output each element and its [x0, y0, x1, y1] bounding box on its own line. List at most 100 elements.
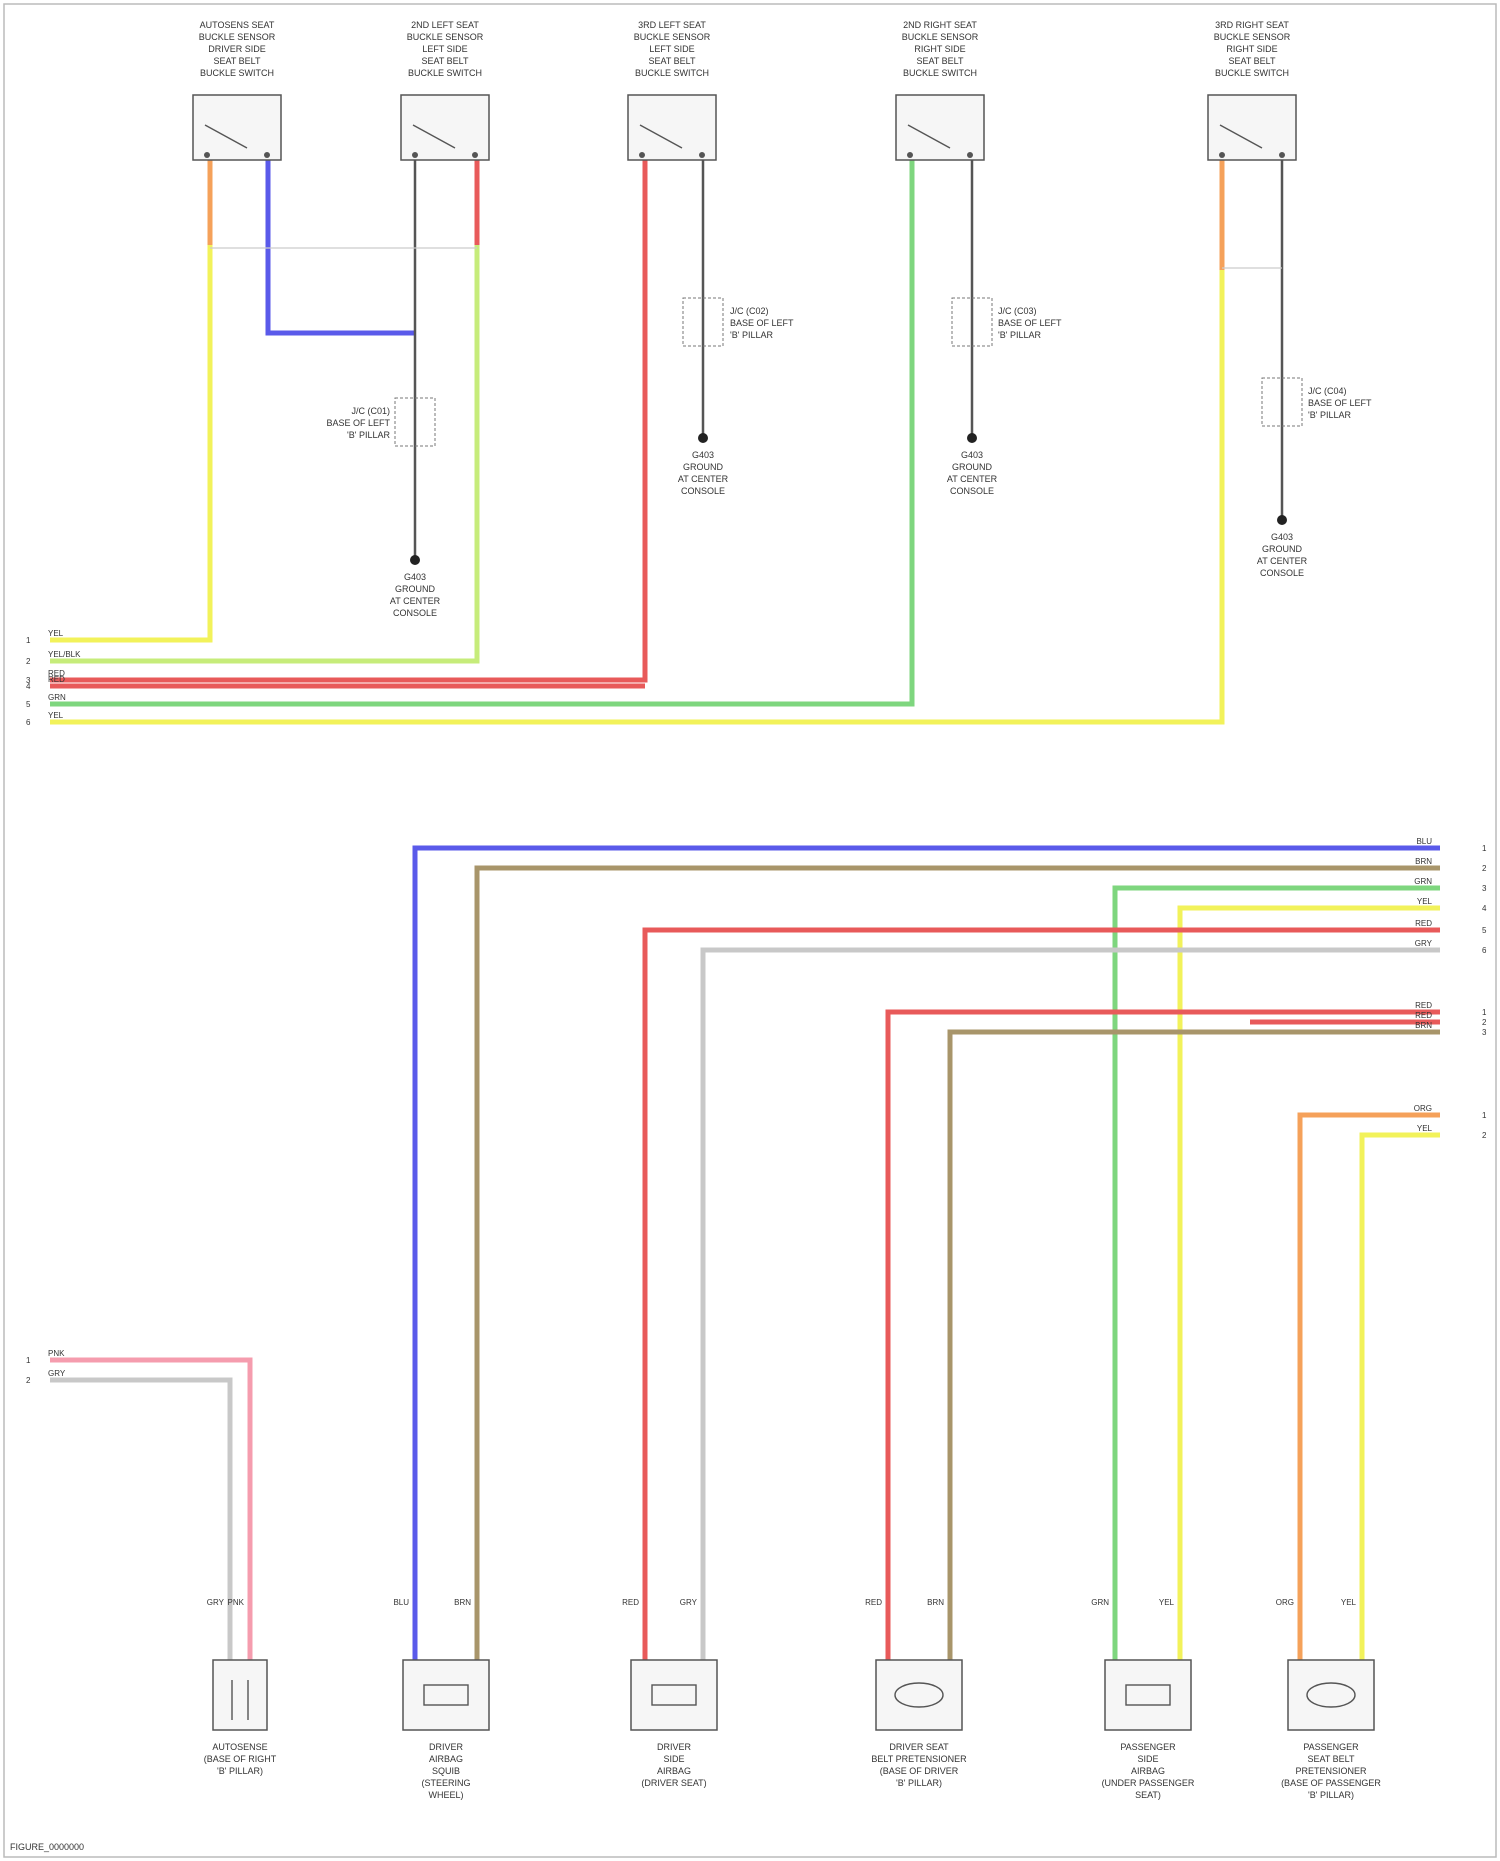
component-label-line: SEAT BELT [1307, 1754, 1355, 1764]
lower-wire-red [645, 930, 1440, 1660]
ground-icon [410, 555, 420, 565]
bus-wire-code: RED [1415, 919, 1432, 928]
switch-label: 3RD LEFT SEATBUCKLE SENSORLEFT SIDESEAT … [634, 20, 711, 78]
switch-terminal [264, 152, 270, 158]
switch-label-line: SEAT BELT [916, 56, 964, 66]
component-label-line: (STEERING [421, 1778, 470, 1788]
wire-code: PNK [228, 1598, 245, 1607]
connector-label: J/C (C04)BASE OF LEFT'B' PILLAR [1308, 386, 1372, 420]
ground-label-line: CONSOLE [950, 486, 994, 496]
ground-label-line: CONSOLE [393, 608, 437, 618]
ground-label-line: GROUND [395, 584, 435, 594]
connector-label-line: J/C (C01) [351, 406, 390, 416]
ground-point: G403GROUNDAT CENTERCONSOLE [947, 433, 998, 496]
bus-pin: 2 [1482, 1131, 1487, 1140]
bus-pin: 5 [26, 700, 31, 709]
switch-terminal [472, 152, 478, 158]
lower-wire-blu [415, 848, 1440, 1660]
component-label-line: 'B' PILLAR) [1308, 1790, 1354, 1800]
figure-footer: FIGURE_0000000 [10, 1842, 84, 1852]
bus-pin: 2 [1482, 1018, 1487, 1027]
wire-code: GRY [680, 1598, 698, 1607]
ground-label: G403GROUNDAT CENTERCONSOLE [390, 572, 441, 618]
ground-label-line: AT CENTER [678, 474, 729, 484]
switch-label-line: BUCKLE SENSOR [407, 32, 484, 42]
ground-label-line: CONSOLE [681, 486, 725, 496]
component-label: AUTOSENSE(BASE OF RIGHT'B' PILLAR) [204, 1742, 277, 1776]
bus-wire-code: GRY [48, 1369, 66, 1378]
junction-connector: J/C (C03)BASE OF LEFT'B' PILLAR [952, 298, 1062, 346]
ground-label-line: AT CENTER [390, 596, 441, 606]
ground-label-line: AT CENTER [1257, 556, 1308, 566]
connector-label: J/C (C02)BASE OF LEFT'B' PILLAR [730, 306, 794, 340]
bus-pin: 5 [1482, 926, 1487, 935]
ground-label: G403GROUNDAT CENTERCONSOLE [1257, 532, 1308, 578]
connector-label-line: J/C (C04) [1308, 386, 1347, 396]
component-label-line: (BASE OF RIGHT [204, 1754, 277, 1764]
junction-connector: J/C (C04)BASE OF LEFT'B' PILLAR [1262, 378, 1372, 426]
connector-label-line: BASE OF LEFT [1308, 398, 1372, 408]
bus-wire-code: YEL [1417, 897, 1433, 906]
component-label: PASSENGERSIDEAIRBAG(UNDER PASSENGERSEAT) [1102, 1742, 1195, 1800]
switch-label-line: BUCKLE SWITCH [1215, 68, 1289, 78]
ground-icon [1277, 515, 1287, 525]
switch-label-line: RIGHT SIDE [1226, 44, 1277, 54]
component-body [631, 1660, 717, 1730]
ground-label-line: G403 [961, 450, 983, 460]
switch-label-line: 3RD LEFT SEAT [638, 20, 706, 30]
lower-wire-org [1300, 1115, 1440, 1660]
wire-code: BRN [927, 1598, 944, 1607]
connector-label-line: BASE OF LEFT [730, 318, 794, 328]
bus-wire-code: YEL [48, 711, 64, 720]
bus-pin: 4 [26, 682, 31, 691]
ground-label-line: GROUND [683, 462, 723, 472]
wire-code: YEL [1159, 1598, 1175, 1607]
switch-terminal [967, 152, 973, 158]
connector-label-line: J/C (C03) [998, 306, 1037, 316]
buckle-switch: 3RD LEFT SEATBUCKLE SENSORLEFT SIDESEAT … [628, 20, 716, 160]
switch-label-line: BUCKLE SENSOR [1214, 32, 1291, 42]
component-label-line: AIRBAG [657, 1766, 691, 1776]
bus-labels: 1YEL2YEL/BLK3RED4RED5GRN6YEL1BLU2BRN3GRN… [26, 629, 1487, 1385]
bus-wire-code: RED [1415, 1001, 1432, 1010]
connector-label-line: J/C (C02) [730, 306, 769, 316]
switch-label-line: SEAT BELT [1228, 56, 1276, 66]
connector-label-line: BASE OF LEFT [998, 318, 1062, 328]
bus-pin: 6 [1482, 946, 1487, 955]
bus-pin: 1 [1482, 1111, 1487, 1120]
switch-label-line: LEFT SIDE [422, 44, 467, 54]
wire-code: BLU [393, 1598, 409, 1607]
switch-label-line: SEAT BELT [213, 56, 261, 66]
switch-label-line: 2ND RIGHT SEAT [903, 20, 977, 30]
switch-terminal [1219, 152, 1225, 158]
lower-wire-gry [703, 950, 1440, 1660]
switch-label-line: SEAT BELT [421, 56, 469, 66]
switch-label-line: SEAT BELT [648, 56, 696, 66]
component-label: PASSENGERSEAT BELTPRETENSIONER(BASE OF P… [1281, 1742, 1381, 1800]
bus-wire-code: BRN [1415, 1021, 1432, 1030]
switch-label-line: AUTOSENS SEAT [200, 20, 275, 30]
wire-code: ORG [1276, 1598, 1294, 1607]
ground-point: G403GROUNDAT CENTERCONSOLE [1257, 515, 1308, 578]
wire-code: RED [865, 1598, 882, 1607]
component-label-line: (BASE OF PASSENGER [1281, 1778, 1381, 1788]
ground-label-line: GROUND [1262, 544, 1302, 554]
switch-label-line: BUCKLE SWITCH [903, 68, 977, 78]
component-label-line: SEAT) [1135, 1790, 1161, 1800]
switch-terminal [639, 152, 645, 158]
lower-wire-yel-2 [1362, 1135, 1440, 1660]
wire-code: YEL [1341, 1598, 1357, 1607]
switch-label-line: BUCKLE SENSOR [902, 32, 979, 42]
buckle-switches: AUTOSENS SEATBUCKLE SENSORDRIVER SIDESEA… [193, 20, 1296, 160]
sw1-blue-wire [268, 160, 415, 333]
component-label-line: AIRBAG [1131, 1766, 1165, 1776]
bus-wire-code: BRN [1415, 857, 1432, 866]
switch-label-line: LEFT SIDE [649, 44, 694, 54]
ground-label-line: G403 [1271, 532, 1293, 542]
